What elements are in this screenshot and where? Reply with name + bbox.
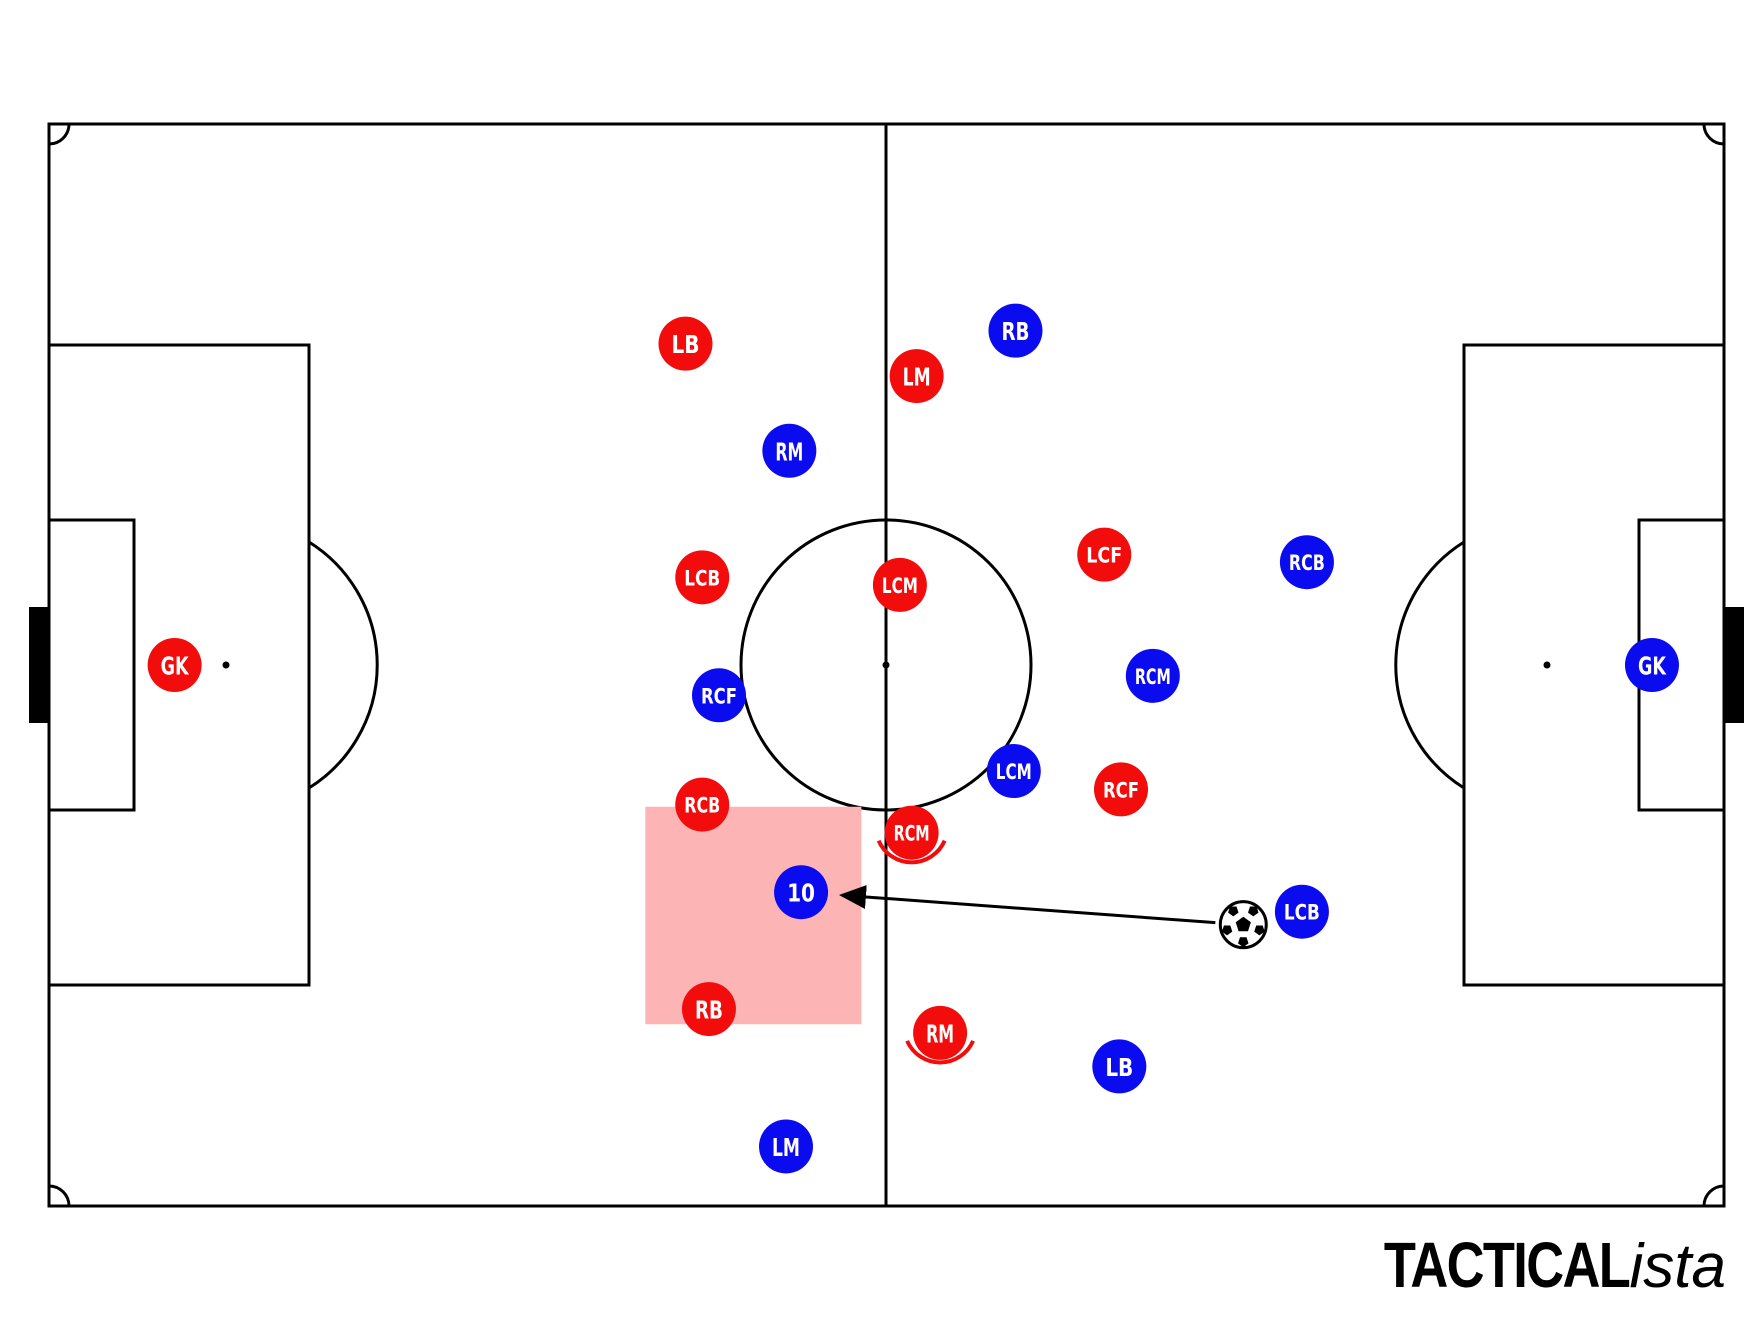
player-marker [147, 638, 202, 692]
away-player-rcm[interactable]: RCM [1125, 648, 1180, 703]
pass-arrow [838, 885, 1216, 925]
home-player-rb[interactable]: RB [681, 982, 736, 1037]
pressing-zone [645, 806, 862, 1025]
player-marker [1624, 638, 1679, 692]
player-label: RCB [684, 794, 720, 818]
player-label: RCF [1103, 778, 1139, 802]
player-marker [762, 423, 817, 478]
corner-arc-top-right [1702, 123, 1725, 146]
pressing-indicator [876, 839, 947, 865]
player-label: GK [1638, 652, 1667, 681]
player-marker [759, 1119, 813, 1174]
player-marker [988, 303, 1043, 358]
player-marker [1092, 1039, 1147, 1094]
away-player-rb[interactable]: RB [988, 303, 1043, 358]
player-label: LB [1105, 1053, 1133, 1082]
player-marker [889, 349, 944, 404]
home-player-lm[interactable]: LM [889, 349, 944, 404]
player-label: LB [672, 330, 700, 359]
corner-arc-bottom-left [48, 1184, 71, 1207]
player-label: RCM [894, 822, 930, 846]
player-label: RB [695, 996, 723, 1025]
player-marker [1094, 762, 1148, 817]
away-player-10[interactable]: 10 [774, 865, 829, 920]
player-marker [1274, 884, 1329, 939]
brand-light: ista [1629, 1232, 1726, 1301]
player-label: LCM [882, 574, 918, 598]
pressing-indicator [905, 1040, 975, 1065]
away-player-lcm[interactable]: LCM [986, 744, 1041, 799]
left-penalty-arc [308, 540, 379, 790]
player-label: RM [926, 1019, 954, 1048]
right-penalty-area [1462, 343, 1726, 987]
player-label: RCF [701, 684, 737, 708]
home-player-rcf[interactable]: RCF [1094, 762, 1148, 817]
player-marker [884, 805, 939, 860]
player-label: RM [775, 437, 803, 466]
away-player-gk[interactable]: GK [1624, 638, 1679, 692]
tacticalista-logo: TACTICALista [1330, 1233, 1726, 1298]
player-label: LCB [1284, 901, 1320, 925]
player-label: RB [1001, 317, 1029, 346]
player-label: RCM [1135, 665, 1171, 689]
football-pitch [29, 122, 1744, 1208]
soccer-ball-icon[interactable] [1218, 900, 1268, 950]
corner-arc-top-left [48, 123, 71, 146]
left-goal [29, 607, 49, 723]
home-player-lcm[interactable]: LCM [872, 557, 927, 612]
player-marker [986, 744, 1041, 799]
home-player-rcm[interactable]: RCM [876, 805, 947, 865]
away-player-rcf[interactable]: RCF [692, 668, 746, 723]
player-marker [692, 668, 746, 723]
home-player-rm[interactable]: RM [905, 1005, 975, 1065]
player-label: RCB [1289, 551, 1325, 575]
brand-strong: TACTICAL [1384, 1229, 1631, 1301]
corner-arc-bottom-right [1702, 1184, 1725, 1207]
player-label: LCM [996, 760, 1032, 784]
away-player-rm[interactable]: RM [762, 423, 817, 478]
player-label: LCF [1086, 544, 1122, 568]
home-player-gk[interactable]: GK [147, 638, 202, 692]
home-player-rcb[interactable]: RCB [675, 777, 730, 832]
player-marker [658, 316, 713, 371]
player-marker [681, 982, 736, 1037]
player-label: GK [161, 652, 190, 681]
away-player-lcb[interactable]: LCB [1274, 884, 1329, 939]
player-marker [675, 777, 730, 832]
player-marker [913, 1005, 968, 1060]
player-marker [872, 557, 927, 612]
right-penalty-spot [1543, 661, 1551, 669]
player-label: LM [903, 363, 931, 392]
right-penalty-arc [1394, 540, 1465, 790]
right-goal [1724, 607, 1744, 723]
centre-circle [739, 518, 1033, 812]
away-player-rcb[interactable]: RCB [1279, 535, 1334, 590]
away-player-lm[interactable]: LM [759, 1119, 813, 1174]
player-marker [675, 550, 730, 605]
left-penalty-spot [222, 661, 230, 669]
left-goal-area [47, 518, 136, 812]
home-player-lcb[interactable]: LCB [675, 550, 730, 605]
away-player-lb[interactable]: LB [1092, 1039, 1147, 1094]
player-marker [1279, 535, 1334, 590]
player-marker [1125, 648, 1180, 703]
home-player-lb[interactable]: LB [658, 316, 713, 371]
centre-spot [882, 661, 890, 669]
home-player-lcf[interactable]: LCF [1077, 527, 1132, 582]
player-label: 10 [787, 879, 815, 908]
player-marker [774, 865, 829, 920]
player-label: LM [772, 1133, 800, 1162]
player-label: LCB [684, 566, 720, 590]
player-marker [1077, 527, 1132, 582]
